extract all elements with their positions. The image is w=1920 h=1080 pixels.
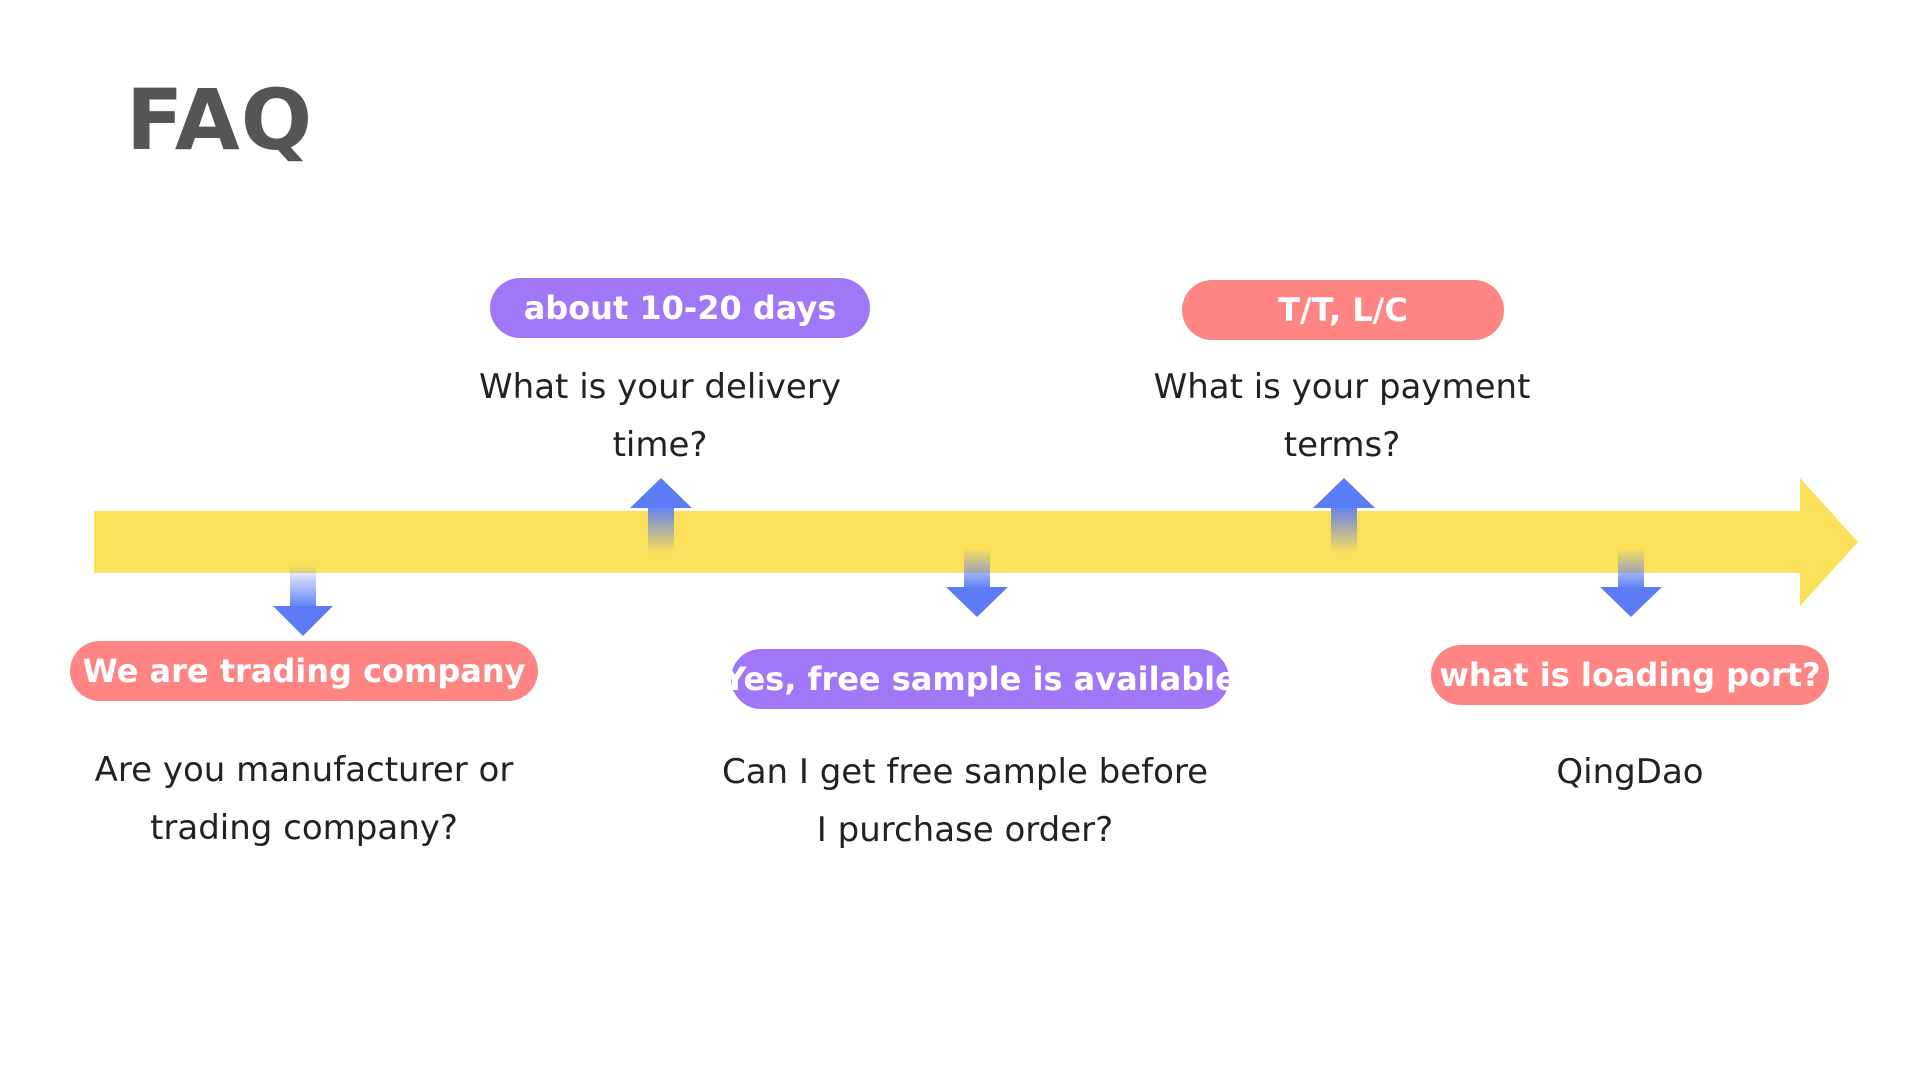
answer-pill-2: about 10-20 days: [490, 278, 870, 338]
question-line: What is your payment: [1153, 367, 1531, 407]
answer-pill-4: T/T, L/C: [1182, 280, 1504, 340]
question-line: Can I get free sample before: [721, 752, 1209, 792]
question-text-5: QingDao: [1431, 743, 1829, 801]
question-line: What is your delivery: [479, 367, 841, 407]
question-line: trading company?: [150, 808, 458, 848]
question-line: time?: [612, 425, 708, 465]
answer-pill-3: Yes, free sample is available: [723, 649, 1237, 709]
question-line: terms?: [1283, 425, 1401, 465]
question-text-2: What is your delivery time?: [440, 358, 880, 474]
timeline-arrow: [94, 478, 1858, 606]
answer-pill-5: what is loading port?: [1431, 645, 1829, 705]
connector-arrow-down-5: [1600, 548, 1662, 617]
connector-arrow-up-2: [630, 478, 692, 553]
connector-arrow-down-3: [946, 548, 1008, 617]
connector-arrow-down-1: [273, 565, 333, 636]
connector-arrow-up-4: [1313, 478, 1375, 553]
question-text-1: Are you manufacturer or trading company?: [70, 741, 538, 857]
answer-pill-1: We are trading company: [70, 641, 538, 701]
question-line: QingDao: [1556, 752, 1704, 792]
question-line: Are you manufacturer or: [94, 750, 514, 790]
page-title: FAQ: [126, 71, 314, 169]
question-text-4: What is your payment terms?: [1120, 358, 1564, 474]
question-text-3: Can I get free sample before I purchase …: [710, 743, 1220, 859]
question-line: I purchase order?: [816, 810, 1114, 850]
